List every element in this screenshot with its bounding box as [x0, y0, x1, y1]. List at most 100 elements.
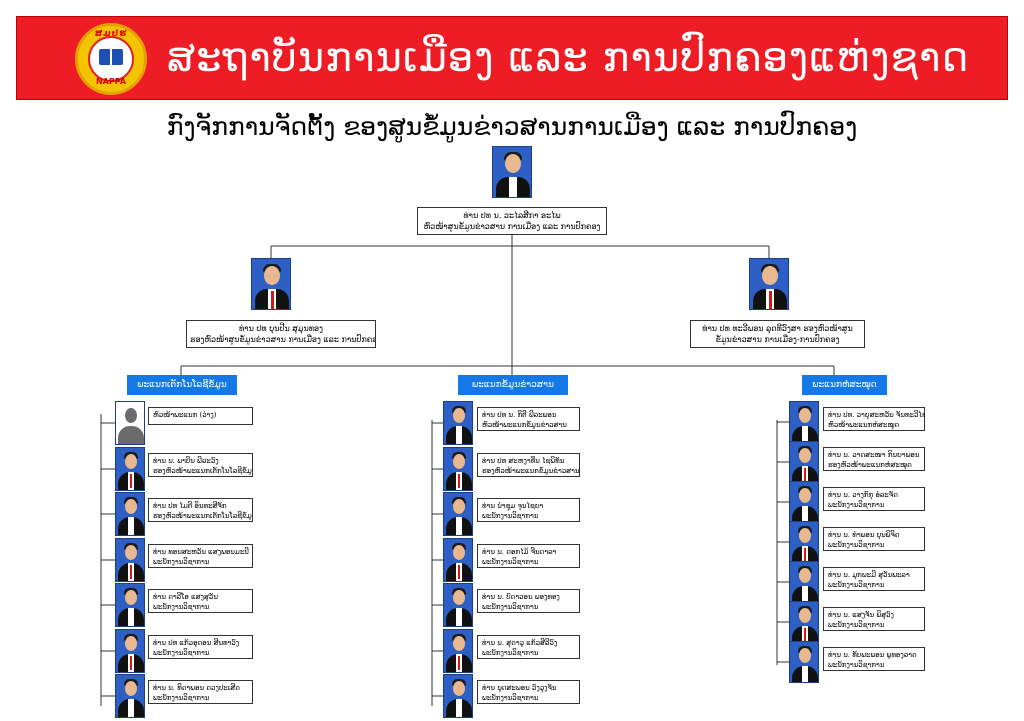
staff-name: ທ່ານ ນຸດສະພອນ ວົງວຸງຈັນ [482, 684, 557, 692]
staff-box-library: ທ່ານ ນ. ມຸກພະມີ ສຸວັນພະລາພະນັກງານວິຊາການ [823, 567, 925, 591]
staff-name: ທ່ານ ປທ. ວາຍຸສະຫວັນ ຈັນທະວີໄຊ [828, 411, 925, 419]
staff-box-it: ທ່ານ ປທ ໄມຕີ ອິນທະສີຈັກຮອງຫົວໜ້າພະແນກເຕັ… [148, 498, 253, 522]
nappa-logo: ສມປຮ NAPPA [75, 23, 147, 95]
staff-photo-it [115, 629, 145, 673]
staff-photo-library [789, 601, 819, 643]
staff-name: ທ່ານ ນ. ແສງຈັນ ພິສຸວົງ [828, 611, 894, 619]
staff-box-library: ທ່ານ ປທ. ວາຍຸສະຫວັນ ຈັນທະວີໄຊຫົວໜ້າພະແນກ… [823, 407, 925, 431]
header-banner: ສມປຮ NAPPA ສະຖາບັນການເມືອງ ແລະ ການປົກຄອງ… [16, 16, 1008, 100]
staff-photo-library [789, 641, 819, 683]
staff-box-library: ທ່ານ ນ. ແສງຈັນ ພິສຸວົງພະນັກງານວິຊາການ [823, 607, 925, 631]
staff-name: ທ່ານ ນ. ມຸກພະມີ ສຸວັນພະລາ [828, 571, 910, 579]
staff-box-library: ທ່ານ ນ. ທຳພອນ ບຸນພິຈິດພະນັກງານວິຊາການ [823, 527, 925, 551]
staff-box-info: ທ່ານ ນ. ບົດາວອນ ພອງທອງພະນັກງານວິຊາການ [477, 589, 580, 613]
logo-bottom-text: NAPPA [95, 77, 127, 86]
staff-box-info: ທ່ານ ປທ ສະຫງາທີ່ນ ໄຊພິທັນຮອງຫົວໜ້າພະແນກຂ… [477, 453, 580, 477]
dept-header-library: ພະແນກຫໍສະໝຸດ [802, 375, 887, 395]
staff-box-it: ທ່ານ ປທ ແກ້ວອຸດອນ ສີນທາວົງພະນັກງານວິຊາກາ… [148, 635, 253, 659]
staff-photo-it [115, 401, 145, 445]
logo-top-text: ສມປຮ [94, 29, 128, 39]
staff-name: ທ່ານ ນ. ດອກໄມ້ ຈີນດາລາ [482, 548, 557, 556]
deputy-left-title: ຮອງຫົວໜ້າສູນຂໍ້ມູນຂ່າວສານ ການເມືອງ ແລະ ກ… [190, 335, 376, 344]
deputy-left-box: ທ່ານ ປທ ບຸນປີນ ສຸມຸນທອງ ຮອງຫົວໜ້າສູນຂໍ້ມ… [186, 320, 376, 348]
deputy-right-photo [749, 258, 789, 310]
staff-title: ຫົວໜ້າພະແນກຂໍ້ມູນຂ່າວສານ [482, 421, 567, 429]
staff-photo-library [789, 481, 819, 523]
staff-title: ພະນັກງານວິຊາການ [153, 694, 210, 702]
dept-header-it: ພະແນກເຕັກໂນໂລຊີຂໍ້ມູນຂ່າວສານ [127, 375, 237, 410]
staff-name: ທ່ານ ນ. ທຳພອນ ບຸນພິຈິດ [828, 531, 900, 539]
staff-title: ພະນັກງານວິຊາການ [153, 603, 210, 611]
book-icon [99, 49, 123, 65]
staff-title: ພະນັກງານວິຊາການ [828, 581, 885, 589]
staff-name: ທ່ານ ນ. ບົດາວອນ ພອງທອງ [482, 593, 560, 601]
staff-box-it: ທ່ານ ນ. ທິດາພອນ ດວງປະເສີດພະນັກງານວິຊາການ [148, 680, 253, 704]
staff-box-it: ຫົວໜ້າພະແນກ (ວ່າງ) [148, 407, 253, 425]
staff-title: ພະນັກງານວິຊາການ [482, 603, 539, 611]
staff-name: ທ່ານ ນ. ວາງກົກຸ ອໍລະຈັດ [828, 491, 898, 499]
staff-photo-info [443, 447, 473, 491]
staff-name: ທ່ານ ນ. ວາດສະໜາ ກິນຍາພອນ [828, 451, 920, 459]
staff-box-library: ທ່ານ ນ. ທັບພະພອນ ພູທອງລາດພະນັກງານວິຊາການ [823, 647, 925, 671]
staff-title: ພະນັກງານວິຊາການ [828, 541, 885, 549]
deputy-right-box: ທ່ານ ປທ ທະວີພອນ ລຸດທີວົງສາ ຮອງຫົວໜ້າສູນ … [690, 320, 865, 348]
staff-photo-library [789, 441, 819, 483]
staff-photo-library [789, 401, 819, 443]
staff-name: ທ່ານ ນ. ທິດາພອນ ດວງປະເສີດ [153, 684, 240, 692]
dept-header-info: ພະແນກຂໍ້ມູນຂ່າວສານ [458, 375, 568, 395]
staff-title: ພະນັກງານວິຊາການ [482, 694, 539, 702]
deputy-left-photo [251, 258, 291, 310]
staff-name: ທ່ານ ປທ ໄມຕີ ອິນທະສີຈັກ [153, 502, 227, 510]
logo-emblem [88, 36, 134, 82]
director-box: ທ່ານ ປທ ນ. ວະໄລສີກາ ອະໄພ ຫົວໜ້າສູນຂໍ້ມູນ… [417, 207, 607, 235]
staff-photo-it [115, 583, 145, 627]
staff-name: ທ່ານ ທອນສະຫວັນ ແສງພອນມະນີ [153, 548, 249, 556]
deputy-right-name: ທ່ານ ປທ ທະວີພອນ ລຸດທີວົງສາ ຮອງຫົວໜ້າສູນ [702, 324, 853, 333]
staff-photo-it [115, 492, 145, 536]
staff-photo-library [789, 521, 819, 563]
staff-title: ພະນັກງານວິຊາການ [482, 649, 539, 657]
staff-title: ຮອງຫົວໜ້າພະແນກເຕັກໂນໂລຊີຂໍ້ມູນຂ່າວສານ [153, 512, 252, 520]
staff-photo-it [115, 538, 145, 582]
staff-title: ຫົວໜ້າພະແນກຫໍສະໝຸດ [828, 421, 900, 429]
staff-name: ທ່ານ ນ. ທັບພະພອນ ພູທອງລາດ [828, 651, 917, 659]
staff-box-info: ທ່ານ ນ. ດອກໄມ້ ຈີນດາລາພະນັກງານວິຊາການ [477, 544, 580, 568]
staff-box-library: ທ່ານ ນ. ວາດສະໜາ ກິນຍາພອນຮອງຫົວໜ້າພະແນກຫໍ… [823, 447, 925, 471]
staff-photo-library [789, 561, 819, 603]
staff-box-info: ທ່ານ ປທ ນ. ກິຕີ ພີລະພອນຫົວໜ້າພະແນກຂໍ້ມູນ… [477, 407, 580, 431]
staff-photo-info [443, 629, 473, 673]
staff-name: ທ່ານ ປທ ນ. ກິຕີ ພີລະພອນ [482, 411, 557, 419]
staff-title: ຮອງຫົວໜ້າພະແນກຂໍ້ມູນຂ່າວສານ [482, 467, 580, 475]
staff-title: ພະນັກງານວິຊາການ [482, 512, 539, 520]
deputy-right-title: ຂໍ້ມູນຂ່າວສານ ການເມືອງ-ການປົກຄອງ [715, 335, 840, 344]
staff-box-info: ທ່ານ ນໍາຊຸມ ຈຸນໄຊຍາພະນັກງານວິຊາການ [477, 498, 580, 522]
staff-name: ທ່ານ ປທ ສະຫງາທີ່ນ ໄຊພິທັນ [482, 457, 565, 465]
staff-box-it: ທ່ານ ທອນສະຫວັນ ແສງພອນມະນີພະນັກງານວິຊາການ [148, 544, 253, 568]
staff-photo-info [443, 674, 473, 718]
staff-name: ທ່ານ ນ. ພາບີນ ພີລະວົງ [153, 457, 219, 465]
staff-photo-info [443, 492, 473, 536]
staff-name: ທ່ານ ດາລີໂອ ແສງສຸວັນ [153, 593, 218, 601]
staff-title: ພະນັກງານວິຊາການ [153, 649, 210, 657]
staff-title: ພະນັກງານວິຊາການ [828, 621, 885, 629]
staff-photo-info [443, 583, 473, 627]
chart-subtitle: ກົງຈັກການຈັດຕັ້ງ ຂອງສູນຂໍ້ມູນຂ່າວສານການເ… [166, 112, 858, 141]
staff-title: ພະນັກງານວິຊາການ [828, 501, 885, 509]
staff-box-library: ທ່ານ ນ. ວາງກົກຸ ອໍລະຈັດພະນັກງານວິຊາການ [823, 487, 925, 511]
director-name: ທ່ານ ປທ ນ. ວະໄລສີກາ ອະໄພ [463, 211, 561, 220]
staff-box-it: ທ່ານ ນ. ພາບີນ ພີລະວົງຮອງຫົວໜ້າພະແນກເຕັກໂ… [148, 453, 253, 477]
staff-photo-info [443, 401, 473, 445]
staff-name: ທ່ານ ນໍາຊຸມ ຈຸນໄຊຍາ [482, 502, 544, 510]
director-title: ຫົວໜ້າສູນຂໍ້ມູນຂ່າວສານ ການເມືອງ ແລະ ການປ… [423, 222, 601, 231]
deputy-left-name: ທ່ານ ປທ ບຸນປີນ ສຸມຸນທອງ [239, 324, 323, 333]
staff-title: ພະນັກງານວິຊາການ [153, 558, 210, 566]
director-photo [492, 146, 532, 198]
staff-title: ພະນັກງານວິຊາການ [828, 661, 885, 669]
staff-title: ພະນັກງານວິຊາການ [482, 558, 539, 566]
institute-title: ສະຖາບັນການເມືອງ ແລະ ການປົກຄອງແຫ່ງຊາດ [167, 35, 970, 81]
staff-name: ຫົວໜ້າພະແນກ (ວ່າງ) [153, 411, 217, 419]
staff-box-it: ທ່ານ ດາລີໂອ ແສງສຸວັນພະນັກງານວິຊາການ [148, 589, 253, 613]
staff-name: ທ່ານ ປທ ແກ້ວອຸດອນ ສີນທາວົງ [153, 639, 240, 647]
staff-title: ຮອງຫົວໜ້າພະແນກເຕັກໂນໂລຊີຂໍ້ມູນຂ່າວສານ [153, 467, 252, 475]
